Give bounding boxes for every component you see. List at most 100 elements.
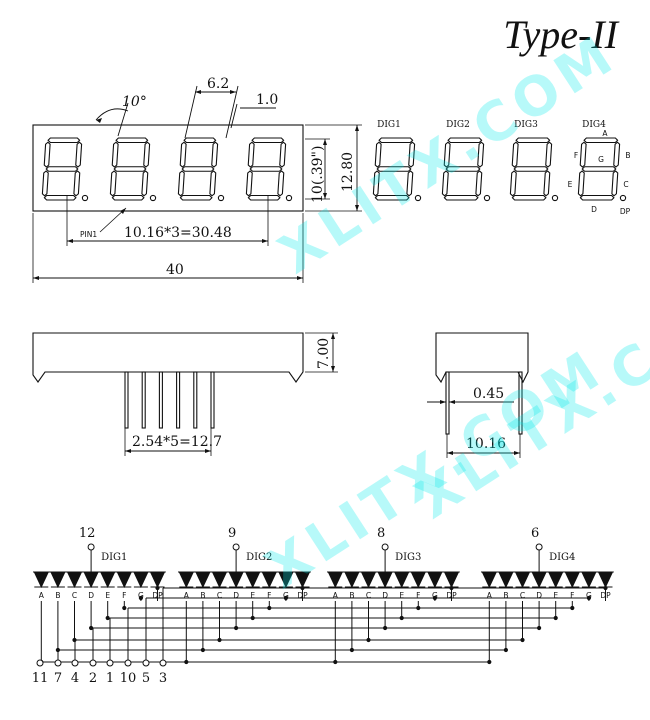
- segment-f: [374, 141, 382, 168]
- segment-g: [181, 166, 215, 172]
- digit-label: DIG3: [395, 552, 421, 563]
- segment-e: [41, 170, 49, 197]
- led-diode: [116, 571, 133, 589]
- segment-label: A: [39, 591, 45, 600]
- bottom-pin-label: 2: [89, 671, 97, 686]
- segment-c: [475, 170, 483, 197]
- led-diode: [597, 571, 614, 589]
- angle-label: 10°: [122, 94, 147, 110]
- segment-label: DP: [446, 591, 457, 600]
- angle-arc: [95, 108, 129, 121]
- segment-f: [43, 141, 51, 168]
- segment-e: [109, 170, 117, 197]
- map-digit-label: DIG3: [514, 120, 538, 130]
- segment-d: [111, 194, 145, 201]
- map-digit-1: [372, 137, 422, 202]
- segment-b: [477, 141, 485, 168]
- led-diode: [443, 571, 460, 589]
- bottom-pin-label: 7: [54, 671, 62, 686]
- front-digit-3: [177, 137, 225, 202]
- segment-dp: [217, 194, 225, 202]
- segment-label: C: [217, 591, 222, 600]
- led-diode: [211, 571, 228, 589]
- segment-label: G: [586, 591, 592, 600]
- bottom-pin: [142, 659, 150, 667]
- segment-g: [513, 166, 549, 172]
- pin-dia-label: 0.45: [473, 386, 504, 402]
- led-diode: [410, 571, 427, 589]
- segment-dp: [285, 194, 293, 202]
- front-digit-4: [245, 137, 293, 202]
- map-digit-4: [577, 137, 627, 202]
- row-spacing-label: 10.16: [466, 436, 506, 452]
- segment-letter: B: [625, 151, 630, 160]
- side-pins: [124, 371, 215, 429]
- segment-a: [115, 137, 149, 144]
- led-diode: [427, 571, 443, 589]
- digit-label: DIG1: [101, 552, 127, 563]
- common-pin-label: 12: [79, 526, 96, 541]
- common-pin-9: [232, 543, 240, 551]
- side-view: [32, 332, 529, 458]
- led-diode: [393, 571, 410, 589]
- segment-label: D: [536, 591, 542, 600]
- map-digit-2: [441, 137, 491, 202]
- led-diode: [133, 571, 149, 589]
- segment-a: [183, 137, 217, 144]
- common-pin-label: 9: [228, 526, 236, 541]
- segment-dp: [149, 194, 157, 202]
- segment-label: D: [382, 591, 388, 600]
- bottom-pin: [124, 659, 132, 667]
- map-digit-label: DIG1: [377, 120, 401, 130]
- segment-g: [249, 166, 283, 172]
- bottom-pin: [71, 659, 79, 667]
- segment-e: [372, 170, 380, 197]
- segment-dp: [483, 194, 491, 202]
- segment-b: [408, 141, 416, 168]
- thickness-label: 7.00: [316, 338, 332, 369]
- led-diode: [581, 571, 597, 589]
- segment-e: [577, 170, 585, 197]
- segment-f: [511, 141, 519, 168]
- bottom-pin-label: 1: [106, 671, 114, 686]
- segment-letter: A: [602, 129, 608, 138]
- height-label: 10(.39"): [310, 146, 326, 203]
- seg-width-label: 1.0: [256, 92, 278, 108]
- segment-letter: F: [574, 151, 578, 160]
- segment-label: F: [416, 591, 420, 600]
- map-digit-3: [509, 137, 559, 202]
- segment-a: [583, 137, 619, 144]
- segment-c: [543, 170, 551, 197]
- segment-label: A: [184, 591, 190, 600]
- front-view: [32, 85, 362, 283]
- segment-letter: DP: [620, 207, 631, 216]
- segment-e: [509, 170, 517, 197]
- segment-a: [515, 137, 551, 144]
- side-pin: [124, 371, 129, 429]
- common-pin-12: [87, 543, 95, 551]
- map-digit-label: DIG2: [446, 120, 470, 130]
- segment-map: [372, 137, 627, 202]
- segment-label: B: [55, 591, 60, 600]
- led-diode: [377, 571, 393, 589]
- segment-g: [445, 166, 481, 172]
- segment-label: E: [105, 591, 110, 600]
- bottom-pin: [89, 659, 97, 667]
- bottom-pin: [36, 659, 44, 667]
- segment-d: [443, 194, 479, 201]
- side-pin: [141, 371, 146, 429]
- segment-b: [75, 141, 83, 168]
- bottom-pin: [106, 659, 114, 667]
- front-digit-1: [41, 137, 89, 202]
- segment-c: [209, 170, 217, 197]
- led-diode: [66, 571, 83, 589]
- led-diode: [278, 571, 294, 589]
- digit-width-label: 6.2: [207, 76, 229, 92]
- segment-letter: G: [598, 155, 604, 164]
- led-diode: [244, 571, 261, 589]
- segment-b: [545, 141, 553, 168]
- led-diode: [498, 571, 514, 589]
